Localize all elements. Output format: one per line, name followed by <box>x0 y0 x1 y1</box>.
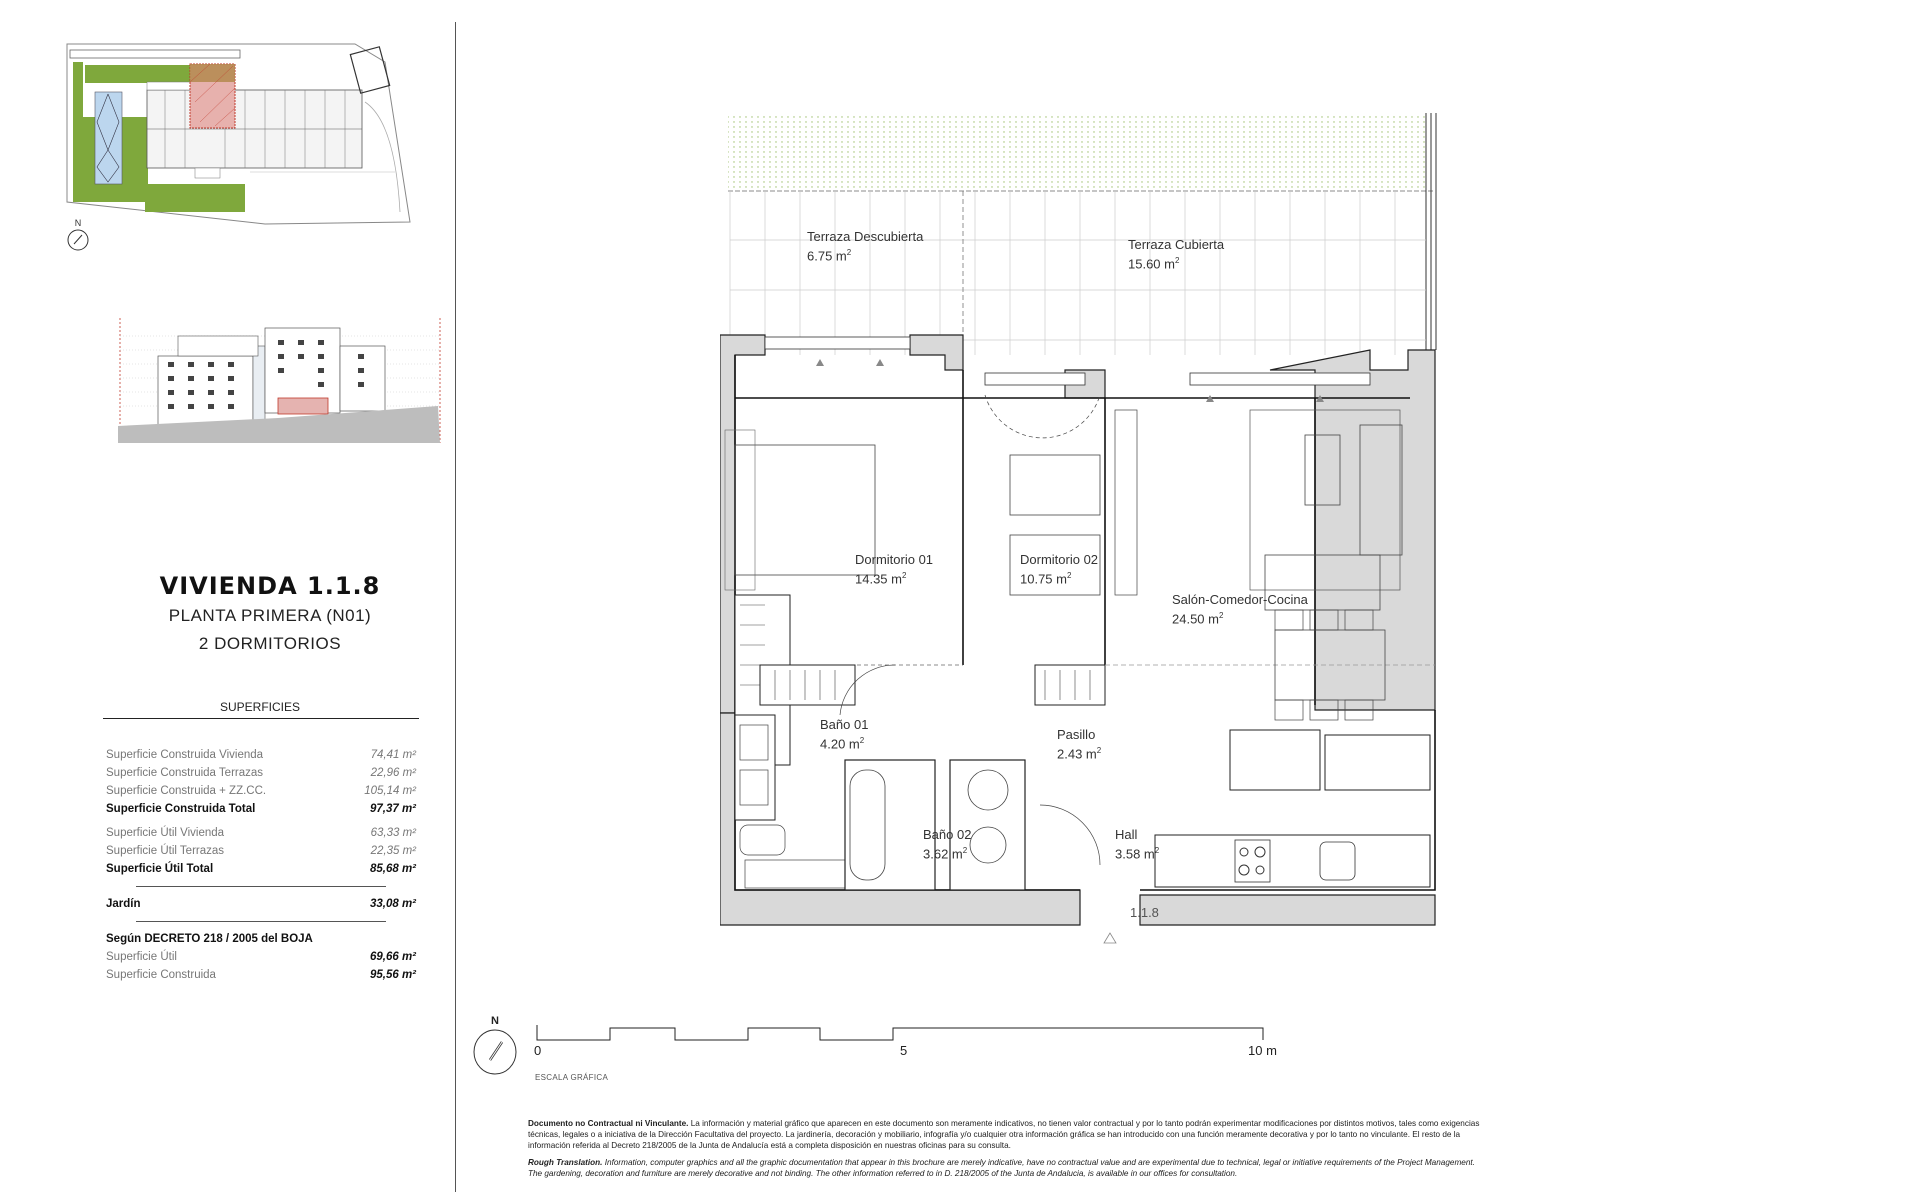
room-label-dormitorio-02: Dormitorio 02 10.75 m2 <box>1020 552 1099 587</box>
scale-title: ESCALA GRÁFICA <box>535 1073 609 1082</box>
floor-plan: Terraza Descubierta 6.75 m2 Terraza Cubi… <box>719 105 1500 945</box>
scale-tick-5: 5 <box>900 1043 908 1058</box>
compass-icon <box>67 229 89 251</box>
panel-divider <box>455 22 456 1192</box>
unit-title-block: VIVIENDA 1.1.8 PLANTA PRIMERA (N01) 2 DO… <box>100 570 440 658</box>
room-label-salon-comedor-cocina: Salón-Comedor-Cocina 24.50 m2 <box>1172 592 1308 627</box>
floor-plan-drawing <box>719 113 1437 944</box>
site-plan-drawing <box>66 43 411 225</box>
scale-bar-drawing <box>536 1025 1264 1041</box>
north-label: N <box>491 1015 499 1027</box>
disclaimer-es: Documento no Contractual ni Vinculante. … <box>528 1119 1480 1150</box>
unit-bedrooms: 2 DORMITORIOS <box>198 634 342 653</box>
decree-heading: Según DECRETO 218 / 2005 del BOJA <box>106 933 313 945</box>
scale-tick-10: 10 m <box>1248 1043 1277 1058</box>
north-label: N <box>74 218 82 228</box>
unit-title: VIVIENDA 1.1.8 <box>159 572 381 600</box>
room-label-bano-02: Baño 02 3.62 m2 <box>923 827 972 862</box>
scale-north: N <box>470 1015 520 1082</box>
scale-tick-0: 0 <box>534 1043 542 1058</box>
room-label-terraza-descubierta: Terraza Descubierta 6.75 m2 <box>807 229 924 264</box>
room-label-dormitorio-01: Dormitorio 01 14.35 m2 <box>855 552 934 587</box>
room-label-hall: Hall 3.58 m2 <box>1115 827 1160 862</box>
site-plan-north: N <box>66 218 90 257</box>
divider <box>136 886 386 887</box>
compass-icon <box>473 1029 517 1075</box>
scale-bar <box>535 1020 1275 1050</box>
entrance-label: 1.1.8 <box>1130 905 1159 920</box>
room-label-terraza-cubierta: Terraza Cubierta 15.60 m2 <box>1128 237 1225 272</box>
building-elevation <box>118 318 443 443</box>
disclaimer: Documento no Contractual ni Vinculante. … <box>528 1118 1488 1179</box>
surface-row: Superficie Construida + ZZ.CC.105,14 m² <box>106 785 416 797</box>
site-plan <box>65 42 440 227</box>
surfaces-divider <box>103 718 419 719</box>
room-label-pasillo: Pasillo 2.43 m2 <box>1057 727 1102 762</box>
unit-floor: PLANTA PRIMERA (N01) <box>168 606 372 625</box>
elevation-drawing <box>118 318 441 443</box>
disclaimer-en: Rough Translation. Information, computer… <box>528 1158 1475 1178</box>
divider <box>136 921 386 922</box>
room-label-bano-01: Baño 01 4.20 m2 <box>820 717 869 752</box>
surfaces-heading: SUPERFICIES <box>219 700 300 714</box>
